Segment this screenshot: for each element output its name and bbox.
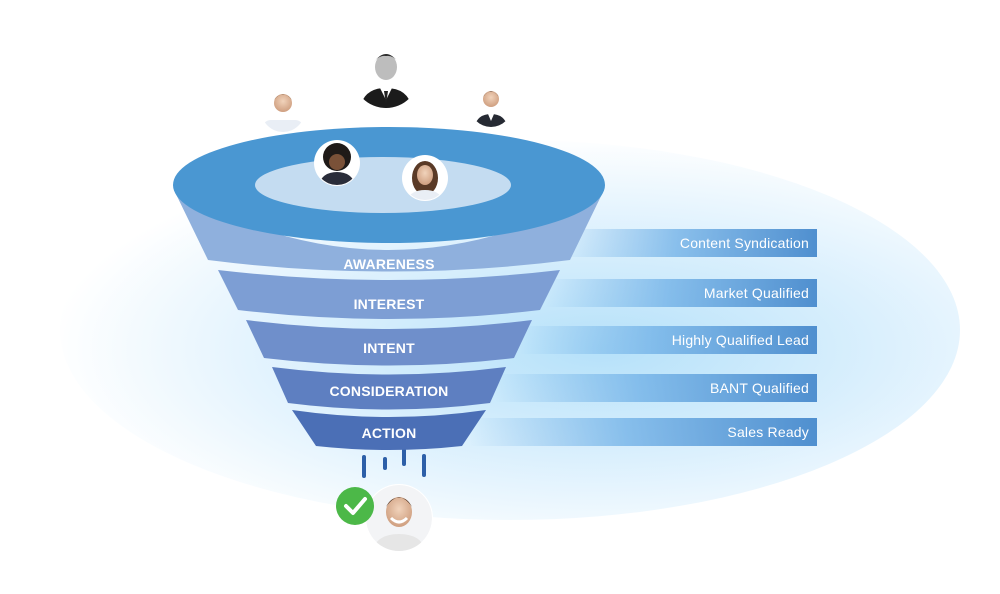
person-avatar [314,140,360,186]
stage-label-intent: INTENT [363,340,415,356]
stage-label-interest: INTEREST [353,296,425,312]
metric-bar-content-syndication: Content Syndication [560,229,817,257]
stage-label-awareness: AWARENESS [343,256,435,272]
metric-bar-highly-qualified-lead: Highly Qualified Lead [520,326,817,354]
metric-bar-bant-qualified: BANT Qualified [495,374,817,402]
metric-bar-sales-ready: Sales Ready [470,418,817,446]
converted-lead-avatar [365,484,433,552]
funnel-opening [255,157,511,213]
stage-label-action: ACTION [361,425,417,441]
person-avatar [470,85,512,127]
funnel-drips [362,448,426,478]
stage-interest [218,270,560,319]
metric-label: BANT Qualified [709,380,809,396]
stage-awareness [174,190,604,272]
stage-intent [246,320,532,366]
metric-label: Sales Ready [727,424,809,440]
metric-label: Content Syndication [679,235,809,251]
person-avatar [261,88,305,132]
stage-label-consideration: CONSIDERATION [329,383,449,399]
stage-consideration [272,367,506,410]
metric-label: Market Qualified [703,285,809,301]
person-avatar [353,42,419,108]
check-icon [336,487,374,525]
metric-bar-market-qualified: Market Qualified [545,279,817,307]
person-avatar [402,155,448,201]
stage-action [292,410,486,450]
metric-label: Highly Qualified Lead [671,332,809,348]
